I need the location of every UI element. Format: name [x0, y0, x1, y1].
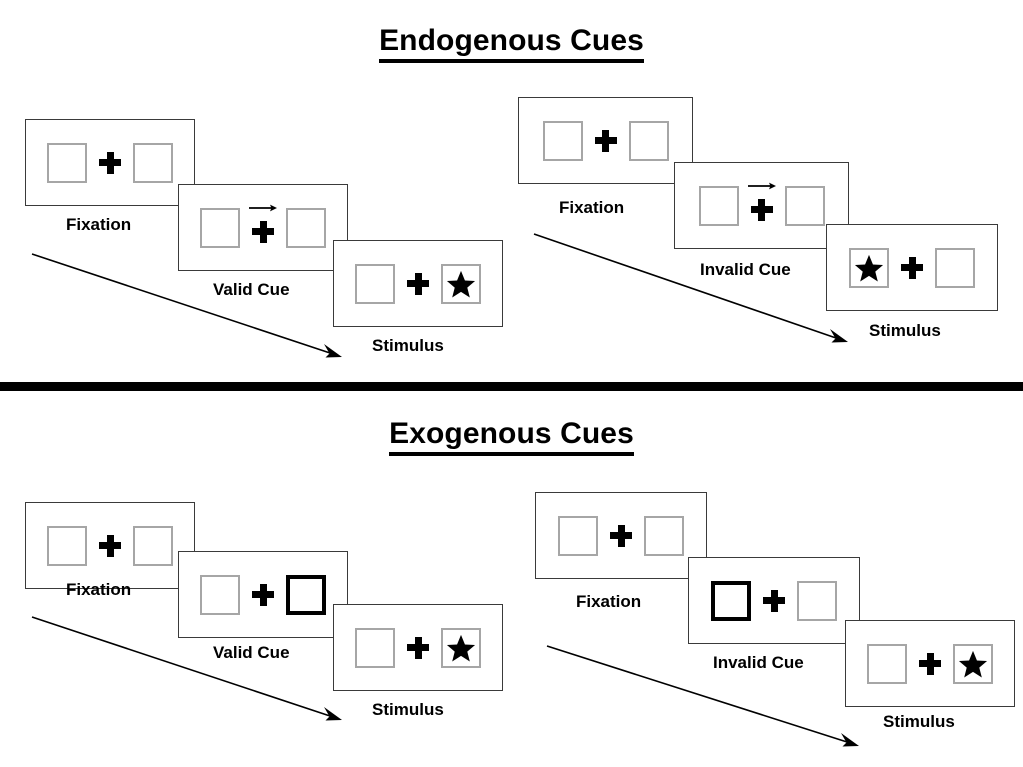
- star-icon: [854, 254, 884, 281]
- plus-icon: [407, 636, 429, 659]
- right-box-with-target: [441, 263, 481, 304]
- left-box-with-target: [849, 247, 889, 288]
- plus-icon: [901, 256, 923, 279]
- fixation-area: [751, 573, 797, 629]
- left-box: [355, 263, 395, 304]
- star-icon: [958, 650, 988, 677]
- panel-content: [827, 225, 997, 310]
- panel-exogenous-valid-fixation[interactable]: [25, 502, 195, 589]
- right-box: [133, 142, 173, 183]
- plus-icon: [594, 129, 617, 152]
- panel-exogenous-invalid-stimulus[interactable]: [845, 620, 1015, 707]
- plus-icon: [750, 198, 773, 221]
- plus-icon: [919, 652, 941, 675]
- right-box: [935, 247, 975, 288]
- panel-content: [536, 493, 706, 578]
- panel-endogenous-invalid-stimulus[interactable]: [826, 224, 998, 311]
- panel-content: [179, 552, 347, 637]
- right-box-with-target: [953, 643, 993, 684]
- right-arrow-icon: [747, 182, 776, 189]
- plus-icon: [407, 272, 429, 295]
- plus-icon: [252, 220, 274, 243]
- panel-endogenous-valid-stimulus[interactable]: [333, 240, 503, 327]
- fixation-area: [583, 113, 629, 169]
- flow-arrow-endogenous-valid: [31, 253, 342, 358]
- caption-exogenous-invalid-stimulus: Stimulus: [883, 712, 955, 731]
- panel-endogenous-valid-fixation[interactable]: [25, 119, 195, 206]
- left-box: [200, 574, 240, 615]
- section-title-endogenous: Endogenous Cues: [0, 24, 1023, 63]
- right-arrow-icon: [249, 204, 277, 211]
- panel-exogenous-invalid-cue[interactable]: [688, 557, 860, 644]
- fixation-area: [87, 135, 133, 191]
- section-title-exogenous: Exogenous Cues: [0, 417, 1023, 456]
- panel-content: [334, 605, 502, 690]
- panel-content: [519, 98, 692, 183]
- right-box: [628, 120, 669, 161]
- panel-endogenous-valid-cue[interactable]: [178, 184, 348, 271]
- panel-exogenous-invalid-fixation[interactable]: [535, 492, 707, 579]
- panel-content: [334, 241, 502, 326]
- caption-endogenous-valid-stimulus: Stimulus: [372, 336, 444, 355]
- caption-endogenous-invalid-fixation: Fixation: [559, 198, 625, 217]
- caption-endogenous-valid-cue: Valid Cue: [213, 280, 290, 299]
- right-box: [644, 515, 684, 556]
- panel-endogenous-invalid-fixation[interactable]: [518, 97, 693, 184]
- panel-exogenous-valid-stimulus[interactable]: [333, 604, 503, 691]
- plus-icon: [763, 589, 785, 612]
- right-box-with-target: [441, 627, 481, 668]
- panel-content: [675, 163, 848, 248]
- panel-exogenous-valid-cue[interactable]: [178, 551, 348, 638]
- plus-icon: [99, 534, 121, 557]
- panel-content: [846, 621, 1014, 706]
- left-box: [542, 120, 583, 161]
- left-box: [698, 185, 739, 226]
- caption-exogenous-valid-fixation: Fixation: [66, 580, 132, 599]
- section-title-endogenous-text: Endogenous Cues: [379, 24, 644, 63]
- panel-content: [179, 185, 347, 270]
- left-box: [47, 142, 87, 183]
- star-icon: [446, 634, 476, 661]
- plus-icon: [99, 151, 121, 174]
- fixation-area: [889, 240, 935, 296]
- right-box: [784, 185, 825, 226]
- section-title-exogenous-text: Exogenous Cues: [389, 417, 634, 456]
- star-icon: [446, 270, 476, 297]
- fixation-area: [87, 518, 133, 574]
- fixation-area: [240, 567, 286, 623]
- section-divider: [0, 382, 1023, 391]
- caption-endogenous-valid-fixation: Fixation: [66, 215, 132, 234]
- caption-exogenous-invalid-fixation: Fixation: [576, 592, 642, 611]
- left-box: [47, 525, 87, 566]
- right-box-cued: [286, 574, 326, 615]
- caption-exogenous-valid-cue: Valid Cue: [213, 643, 290, 662]
- plus-icon: [610, 524, 632, 547]
- panel-endogenous-invalid-cue[interactable]: [674, 162, 849, 249]
- plus-icon: [252, 583, 274, 606]
- caption-exogenous-invalid-cue: Invalid Cue: [713, 653, 804, 672]
- left-box: [558, 515, 598, 556]
- left-box: [355, 627, 395, 668]
- right-box: [286, 207, 326, 248]
- caption-exogenous-valid-stimulus: Stimulus: [372, 700, 444, 719]
- fixation-area: [739, 178, 785, 234]
- flow-arrow-endogenous-invalid: [533, 233, 848, 343]
- panel-content: [26, 503, 194, 588]
- flow-arrow-exogenous-valid: [31, 616, 342, 721]
- fixation-area: [907, 636, 953, 692]
- fixation-area: [598, 508, 644, 564]
- left-box-cued: [711, 580, 751, 621]
- panel-content: [26, 120, 194, 205]
- flow-arrow-exogenous-invalid: [546, 645, 859, 747]
- panel-content: [689, 558, 859, 643]
- left-box: [200, 207, 240, 248]
- fixation-area: [395, 256, 441, 312]
- fixation-area: [395, 620, 441, 676]
- right-box: [797, 580, 837, 621]
- left-box: [867, 643, 907, 684]
- caption-endogenous-invalid-cue: Invalid Cue: [700, 260, 791, 279]
- right-box: [133, 525, 173, 566]
- caption-endogenous-invalid-stimulus: Stimulus: [869, 321, 941, 340]
